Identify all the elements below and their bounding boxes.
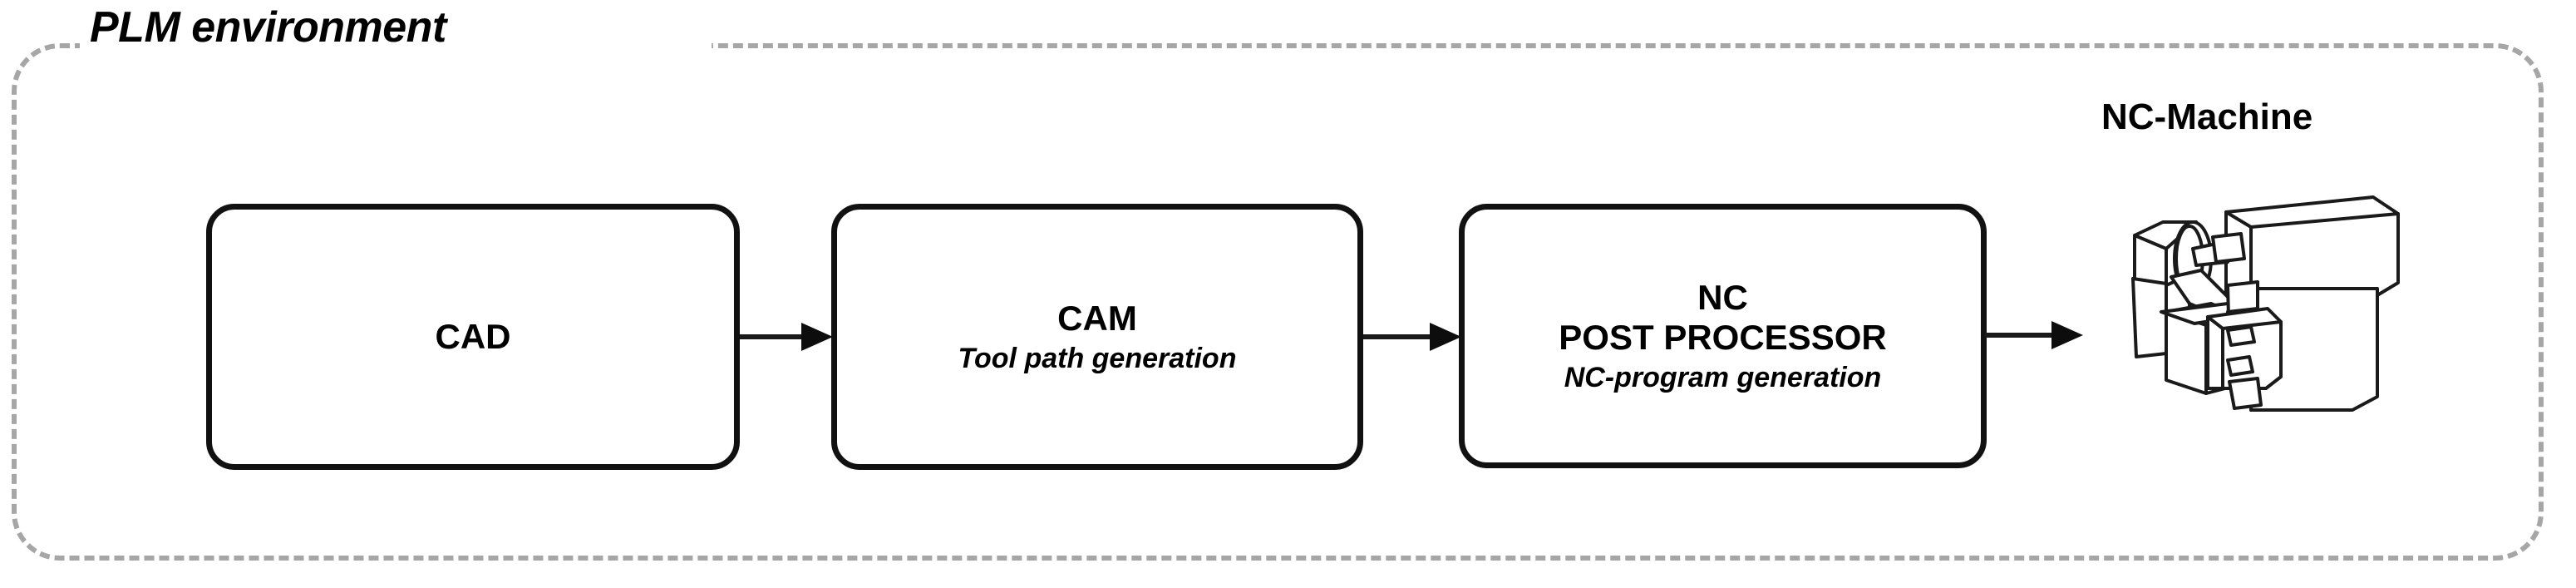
node-cad[interactable]: CAD bbox=[206, 204, 740, 470]
node-nc-post-processor-subtitle: NC-program generation bbox=[1564, 361, 1882, 393]
node-cad-title: CAD bbox=[435, 317, 511, 357]
arrow-cam-to-nc bbox=[1363, 323, 1461, 351]
arrow-nc-to-machine bbox=[1985, 321, 2083, 349]
cnc-machine-icon bbox=[2131, 195, 2400, 412]
node-nc-post-processor-title: NC POST PROCESSOR bbox=[1559, 278, 1887, 357]
nc-machine-label: NC-Machine bbox=[2101, 96, 2313, 137]
node-cam[interactable]: CAM Tool path generation bbox=[831, 204, 1363, 470]
plm-environment-title: PLM environment bbox=[90, 3, 446, 52]
node-cam-subtitle: Tool path generation bbox=[958, 342, 1237, 374]
plm-title-gap-mask bbox=[80, 32, 712, 62]
arrow-cad-to-cam bbox=[740, 323, 833, 351]
node-cam-title: CAM bbox=[1057, 299, 1137, 338]
node-nc-post-processor[interactable]: NC POST PROCESSOR NC-program generation bbox=[1459, 204, 1987, 468]
plm-environment-boundary bbox=[12, 43, 2544, 561]
